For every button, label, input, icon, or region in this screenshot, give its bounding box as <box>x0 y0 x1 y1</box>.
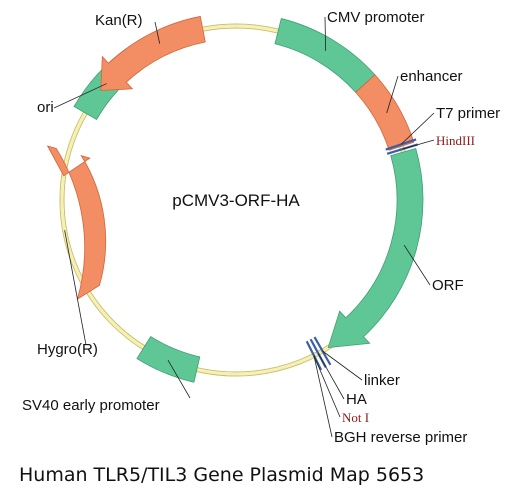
hindiii-leader <box>402 139 435 150</box>
kan-arrow <box>100 15 206 91</box>
sv40-promoter-segment <box>136 335 201 383</box>
label-hindiii: HindIII <box>436 133 475 148</box>
label-kan: Kan(R) <box>95 12 143 29</box>
map-caption: Human TLR5/TIL3 Gene Plasmid Map 5653 <box>19 464 424 486</box>
label-t7-primer: T7 primer <box>436 105 500 122</box>
label-enhancer: enhancer <box>400 68 463 85</box>
t7-site-mark <box>385 138 417 151</box>
label-bgh-reverse-primer: BGH reverse primer <box>334 429 467 446</box>
label-ori: ori <box>37 99 54 116</box>
orf-arrow <box>327 147 424 349</box>
label-sv40-early-promoter: SV40 early promoter <box>22 397 160 414</box>
enhancer-leader <box>386 75 399 114</box>
plasmid-name: pCMV3-ORF-HA <box>172 191 300 210</box>
t7-leader <box>400 112 435 145</box>
label-ha: HA <box>346 391 367 408</box>
bgh-leader <box>313 355 333 438</box>
hygro-leader <box>64 230 87 346</box>
noti-leader <box>313 355 341 418</box>
label-hygro: Hygro(R) <box>37 341 98 358</box>
linker-leader <box>322 350 363 381</box>
feature-segments <box>46 15 424 383</box>
sv40-leader <box>167 359 191 399</box>
linker-site-mark <box>313 336 332 366</box>
cmv-leader <box>324 16 327 51</box>
label-not-i: Not I <box>342 410 369 425</box>
orf-leader <box>403 244 431 286</box>
label-linker: linker <box>364 372 400 389</box>
hygro-arrow <box>46 145 107 300</box>
enhancer-segment <box>355 74 415 151</box>
ori-leader <box>53 83 107 109</box>
label-leader-lines <box>53 16 435 438</box>
label-cmv-promoter: CMV promoter <box>327 9 425 26</box>
label-orf: ORF <box>432 277 464 294</box>
ha-leader <box>317 353 345 400</box>
kan-leader <box>154 21 161 44</box>
